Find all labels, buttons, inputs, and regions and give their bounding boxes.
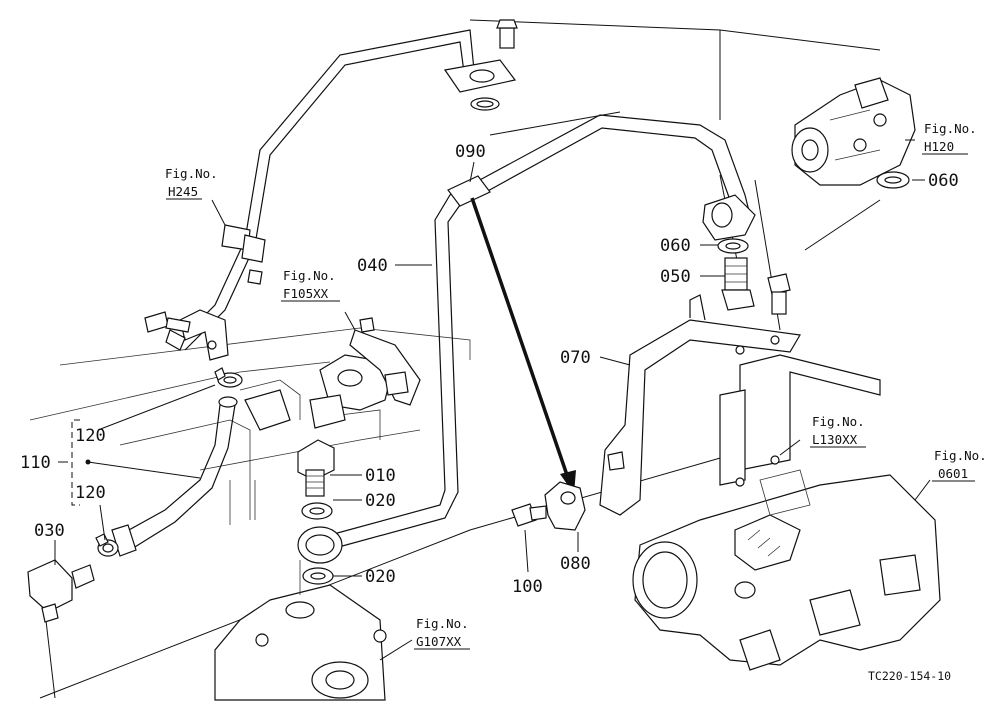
label-020-lower: 020 [365, 567, 396, 587]
part-labels: 010 020 020 030 040 050 060 060 070 080 … [20, 142, 959, 597]
leader-arrow-090 [470, 197, 576, 494]
upper-return-pipe [144, 29, 476, 361]
figref-h120: Fig.No. H120 [922, 121, 977, 155]
pump-body-g107 [214, 560, 387, 701]
figref-0601: Fig.No. 0601 [932, 448, 987, 482]
washer-060-pump [876, 171, 910, 189]
washer-020-lower [302, 567, 334, 585]
washer-020-upper [301, 502, 333, 520]
bracket-bolt [767, 273, 791, 315]
figref-h245: Fig.No. H245 [165, 166, 218, 200]
label-120-lower: 120 [75, 483, 106, 503]
svg-text:Fig.No.: Fig.No. [283, 268, 336, 283]
label-070: 070 [560, 348, 591, 368]
label-060-bolt: 060 [660, 236, 691, 256]
label-020-upper: 020 [365, 491, 396, 511]
drawing-code: TC220-154-10 [868, 669, 951, 683]
label-080: 080 [560, 554, 591, 574]
washer-060-bolt [717, 238, 749, 254]
main-pipe-040 [297, 114, 756, 564]
svg-text:0601: 0601 [938, 466, 968, 481]
svg-text:H120: H120 [924, 139, 954, 154]
svg-text:Fig.No.: Fig.No. [924, 121, 977, 136]
svg-text:H245: H245 [168, 184, 198, 199]
label-120-upper: 120 [75, 426, 106, 446]
svg-text:Fig.No.: Fig.No. [934, 448, 987, 463]
svg-text:L130XX: L130XX [812, 432, 858, 447]
bracket-l130 [719, 354, 881, 487]
figref-l130: Fig.No. L130XX [810, 414, 866, 448]
banjo-bolt-050 [721, 257, 755, 311]
svg-text:Fig.No.: Fig.No. [416, 616, 469, 631]
svg-text:G107XX: G107XX [416, 634, 462, 649]
exhaust-manifold-0601 [632, 469, 941, 671]
support-bracket-070 [599, 294, 801, 516]
label-090: 090 [455, 142, 486, 162]
hose-clamp-upper [214, 367, 243, 388]
banjo-bolt-010 [297, 439, 335, 497]
hose-110 [111, 396, 238, 557]
figure-references: Fig.No. H245 Fig.No. F105XX Fig.No. H120… [165, 121, 987, 650]
hydraulic-pump-h120 [791, 77, 916, 186]
svg-text:F105XX: F105XX [283, 286, 329, 301]
figref-g107: Fig.No. G107XX [414, 616, 470, 650]
label-110: 110 [20, 453, 51, 473]
label-100: 100 [512, 577, 543, 597]
svg-text:Fig.No.: Fig.No. [812, 414, 865, 429]
label-010: 010 [365, 466, 396, 486]
figref-f105: Fig.No. F105XX [281, 268, 340, 302]
label-050: 050 [660, 267, 691, 287]
clamp-bolt-100 [511, 503, 547, 527]
pipe-clamp-080 [544, 481, 586, 531]
svg-text:Fig.No.: Fig.No. [165, 166, 218, 181]
elbow-fitting-030 [27, 559, 95, 623]
label-leaders [54, 139, 931, 661]
top-flange [443, 19, 518, 111]
label-040: 040 [357, 256, 388, 276]
label-030: 030 [34, 521, 65, 541]
label-060-pump: 060 [928, 171, 959, 191]
hose-clamp-lower [95, 533, 119, 557]
mount-bracket-f105 [244, 317, 421, 431]
